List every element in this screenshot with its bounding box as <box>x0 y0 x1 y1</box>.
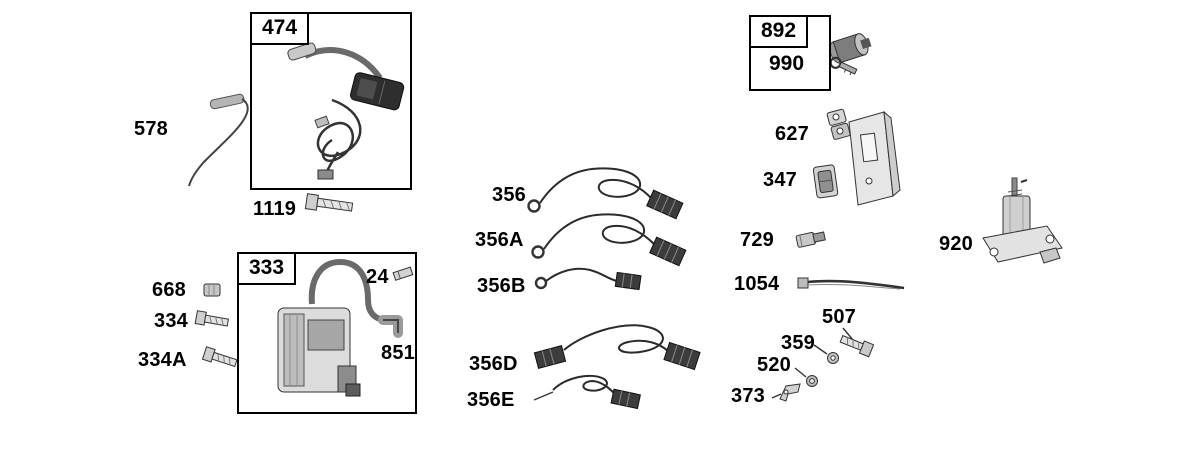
part-label-474: 474 <box>252 14 310 46</box>
part-label-347: 347 <box>763 169 797 191</box>
part-label-627: 627 <box>775 123 809 145</box>
harness-356E-drawing <box>533 374 641 410</box>
part-label-892: 892 <box>751 17 809 49</box>
cap-668-drawing <box>203 283 221 297</box>
part-label-729: 729 <box>740 229 774 251</box>
connector-729-drawing <box>795 231 826 248</box>
group-box-892: 892 990 <box>749 15 831 91</box>
part-label-851: 851 <box>381 342 415 364</box>
harness-356D-drawing <box>533 324 701 371</box>
part-label-356E: 356E <box>467 389 515 411</box>
part-label-356D: 356D <box>469 353 518 375</box>
part-label-334: 334 <box>154 310 188 332</box>
part-label-920: 920 <box>939 233 973 255</box>
nut-520-drawing <box>794 367 818 387</box>
group-box-333: 333 <box>237 252 417 414</box>
solenoid-920-drawing <box>982 177 1063 264</box>
screw-1119-drawing <box>304 193 354 212</box>
part-label-578: 578 <box>134 118 168 140</box>
harness-356-drawing <box>527 167 684 220</box>
panel-drawing <box>848 110 901 206</box>
screw-334A-drawing <box>201 346 238 368</box>
nut-359-drawing <box>813 344 839 364</box>
armature-474-drawing <box>287 42 405 180</box>
part-label-356A: 356A <box>475 229 524 251</box>
part-label-1119: 1119 <box>253 198 297 220</box>
part-label-333: 333 <box>239 254 297 286</box>
terminal-24-drawing <box>392 266 414 281</box>
part-label-373: 373 <box>731 385 765 407</box>
harness-356B-drawing <box>534 267 642 291</box>
part-label-507: 507 <box>822 306 856 328</box>
part-label-334A: 334A <box>138 349 187 371</box>
screw-334-drawing <box>194 310 230 327</box>
harness-356A-drawing <box>531 213 687 267</box>
part-label-356: 356 <box>492 184 526 206</box>
part-label-24: 24 <box>366 266 389 288</box>
key-switch-990-drawing <box>829 33 872 76</box>
part-label-520: 520 <box>757 354 791 376</box>
bolt-507-drawing <box>839 327 875 358</box>
part-label-1054: 1054 <box>734 273 780 295</box>
bracket-627-drawing <box>826 108 851 140</box>
cable-tie-1054-drawing <box>797 277 905 290</box>
part-label-359: 359 <box>781 332 815 354</box>
ignition-coil-333-drawing <box>277 258 384 397</box>
clip-373-drawing <box>771 383 801 402</box>
group-box-474: 474 <box>250 12 412 190</box>
part-label-668: 668 <box>152 279 186 301</box>
switch-347-drawing <box>812 164 839 199</box>
part-label-990: 990 <box>769 52 805 76</box>
part-label-356B: 356B <box>477 275 526 297</box>
cable-578-drawing <box>188 93 249 187</box>
elbow-boot-851-drawing <box>378 315 403 338</box>
